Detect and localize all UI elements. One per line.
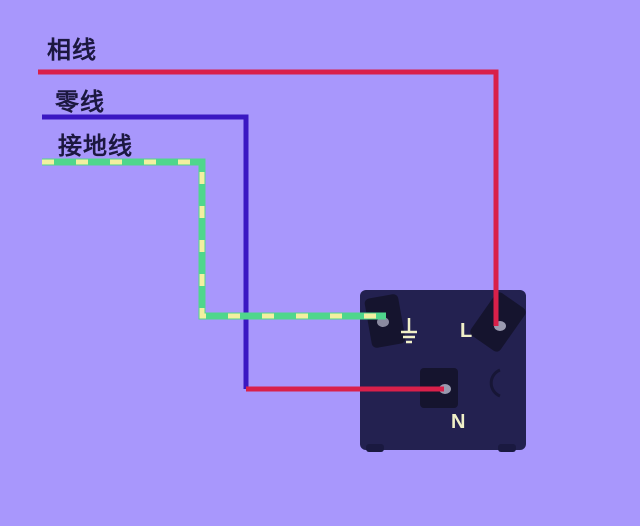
- neutral-wire-label: 零线: [55, 88, 105, 116]
- ground-wire-label: 接地线: [58, 132, 133, 160]
- ground-wire: [42, 158, 386, 320]
- neutral-terminal-label: N: [451, 411, 466, 433]
- phase-wire: [38, 69, 499, 326]
- ground-symbol-icon: [401, 318, 417, 344]
- socket-box: [360, 290, 526, 452]
- neutral-wire: [42, 114, 249, 389]
- live-terminal-label: L: [460, 320, 473, 342]
- phase-wire-label: 相线: [47, 36, 97, 64]
